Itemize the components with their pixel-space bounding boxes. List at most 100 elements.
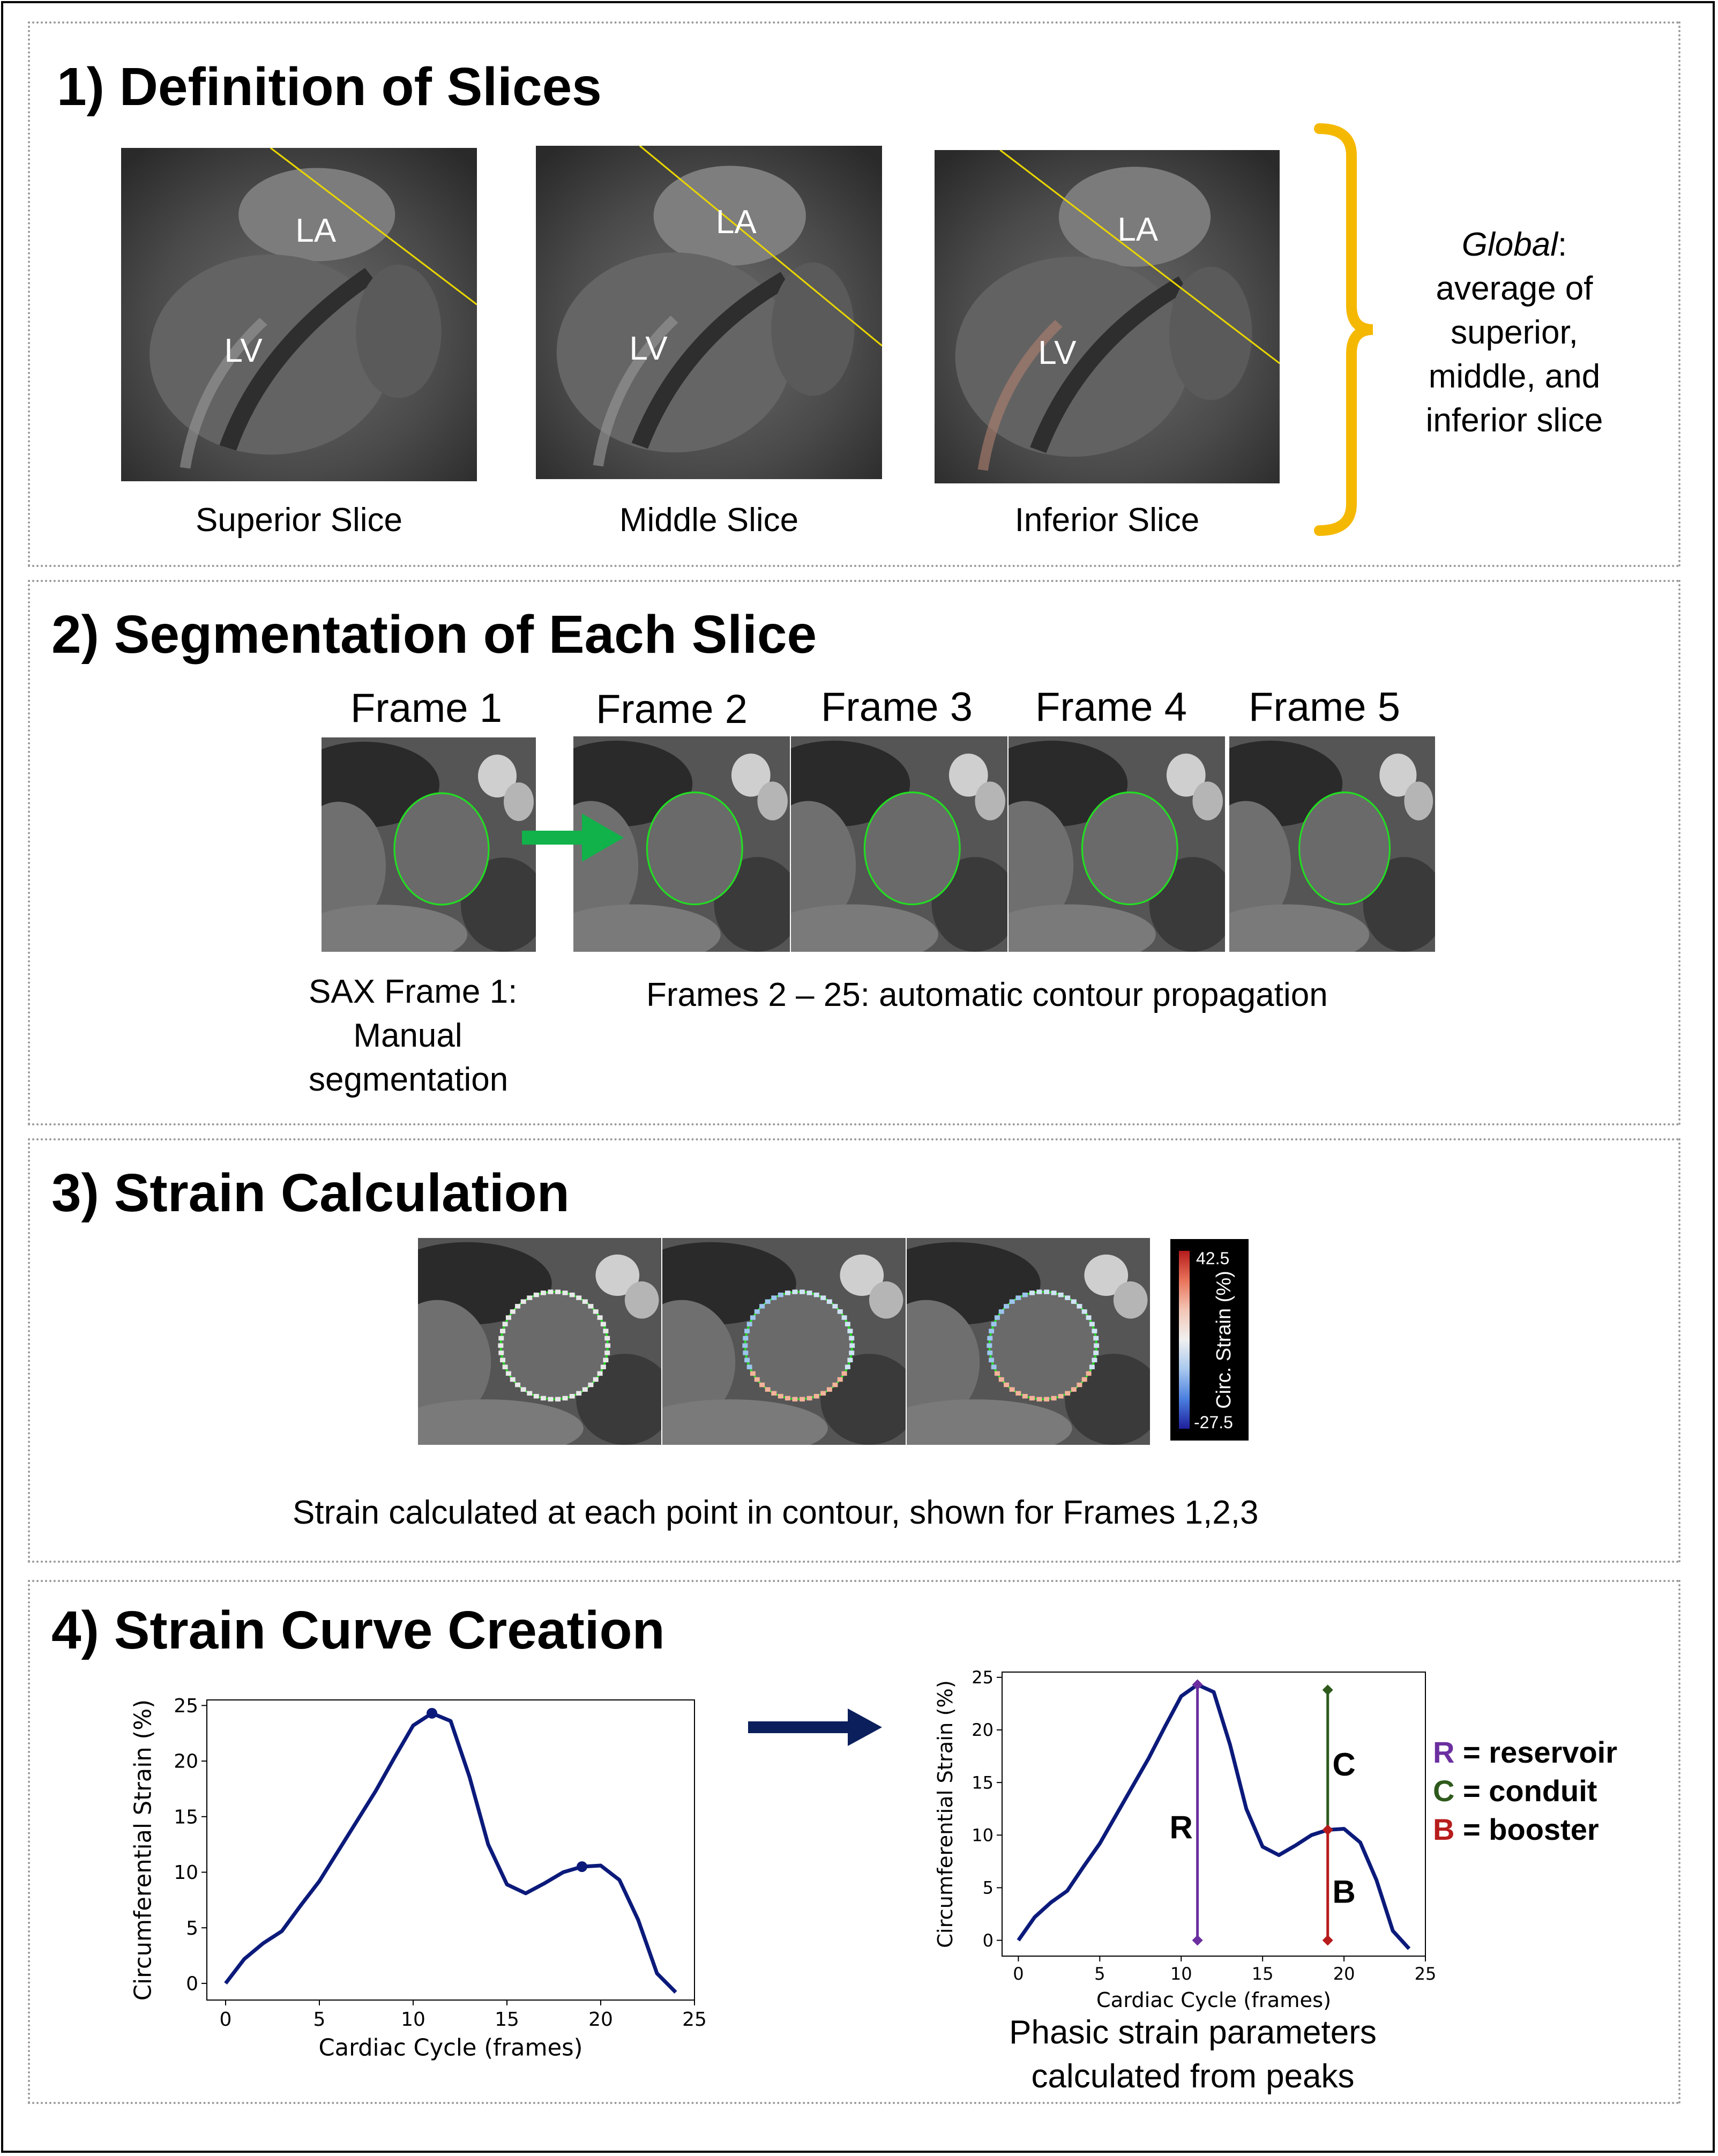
section-title: 4) Strain Curve Creation: [51, 1600, 665, 1660]
mri-long-axis-image: [935, 150, 1280, 483]
colorbar-gradient: [1179, 1251, 1190, 1429]
mri-long-axis-image: [121, 148, 477, 481]
x-tick-label: 20: [1333, 1964, 1355, 1984]
phasic-caption: Phasic strain parameters calculated from…: [1009, 2014, 1377, 2095]
y-tick-label: 10: [972, 1825, 994, 1845]
frame-label: Frame 5: [1249, 684, 1400, 730]
y-tick-label: 0: [983, 1930, 994, 1951]
phase-label-R: R: [1170, 1810, 1193, 1846]
colorbar-min: -27.5: [1194, 1413, 1233, 1432]
x-tick-label: 0: [220, 2009, 232, 2031]
lv-label: LV: [224, 332, 263, 370]
frame-label: Frame 2: [596, 687, 748, 732]
sax-mri-image: [791, 736, 1007, 952]
phase-marker: [1192, 1679, 1203, 1690]
x-tick-label: 25: [682, 2009, 707, 2031]
x-tick-label: 10: [401, 2009, 425, 2031]
manual-segmentation-caption: SAX Frame 1: Manual segmentation: [309, 973, 518, 1098]
y-tick-label: 10: [174, 1862, 198, 1884]
panel-strain-calculation: 3) Strain Calculation 42.5 -27.5 Circ. S…: [28, 1138, 1680, 1563]
plot-frame: [1002, 1672, 1426, 1957]
x-axis-label: Cardiac Cycle (frames): [1096, 1988, 1331, 2012]
y-tick-label: 15: [972, 1772, 994, 1793]
frame-label: Frame 1: [350, 685, 502, 731]
sax-mri-image: [907, 1238, 1150, 1445]
lv-label: LV: [1038, 334, 1077, 372]
mri-superior-slice: LA LV: [121, 148, 477, 481]
legend-booster: B = booster: [1433, 1812, 1599, 1846]
phase-marker: [1322, 1824, 1333, 1836]
section-title: 1) Definition of Slices: [57, 57, 602, 117]
sax-mri-image: [1009, 736, 1225, 952]
mri-long-axis-image: [536, 146, 882, 479]
phase-marker: [1322, 1684, 1333, 1696]
curly-bracket-icon: [1314, 123, 1373, 536]
la-label: LA: [295, 212, 337, 250]
plot-frame: [206, 1699, 695, 2001]
sax-mri-image: [322, 737, 536, 952]
la-label: LA: [1117, 211, 1159, 249]
legend-letter: R: [1433, 1735, 1455, 1769]
x-tick-label: 15: [1252, 1964, 1274, 1984]
panel-segmentation: 2) Segmentation of Each Slice Frame 1 Fr…: [28, 580, 1680, 1125]
x-tick-label: 5: [313, 2009, 326, 2031]
x-tick-label: 20: [588, 2009, 613, 2031]
x-tick-label: 5: [1094, 1964, 1105, 1984]
slice-caption: Superior Slice: [196, 502, 402, 539]
peak-marker: [577, 1861, 587, 1872]
y-tick-label: 25: [174, 1695, 198, 1717]
section-title: 3) Strain Calculation: [51, 1163, 570, 1223]
x-axis-label: Cardiac Cycle (frames): [319, 2035, 583, 2062]
colorbar-max: 42.5: [1196, 1249, 1230, 1268]
legend-conduit: C = conduit: [1433, 1774, 1597, 1808]
legend-letter: C: [1433, 1774, 1455, 1808]
phase-label-B: B: [1332, 1874, 1355, 1909]
arrow-right-icon: [522, 814, 624, 862]
strain-series-line: [1017, 1683, 1411, 1950]
la-label: LA: [715, 203, 757, 241]
arrow-right-icon: [748, 1709, 882, 1746]
strain-series-line: [224, 1711, 677, 1994]
panel-strain-curve: 4) Strain Curve Creation 0 5 10 15 20 25 0 5 10 1…: [28, 1580, 1680, 2104]
panel-definition-of-slices: 1) Definition of Slices LA LV Superior S…: [28, 21, 1680, 567]
phase-marker: [1322, 1935, 1333, 1946]
sax-mri-image: [662, 1238, 906, 1445]
mri-middle-slice: LA LV: [536, 146, 882, 479]
frame-label: Frame 3: [821, 684, 973, 730]
strain-colorbar: 42.5 -27.5 Circ. Strain (%): [1170, 1239, 1249, 1441]
y-tick-label: 5: [983, 1878, 994, 1898]
y-tick-label: 20: [174, 1751, 198, 1773]
y-axis-label: Circumferential Strain (%): [933, 1680, 958, 1948]
phase-marker: [1192, 1935, 1203, 1946]
x-tick-label: 10: [1170, 1964, 1192, 1984]
legend-letter: B: [1433, 1812, 1455, 1846]
lv-label: LV: [629, 330, 668, 368]
colorbar-label: Circ. Strain (%): [1213, 1271, 1235, 1409]
x-tick-label: 15: [495, 2009, 519, 2031]
global-word: Global: [1461, 226, 1558, 263]
y-tick-label: 25: [972, 1667, 994, 1688]
x-tick-label: 25: [1415, 1964, 1437, 1984]
auto-propagation-caption: Frames 2 – 25: automatic contour propaga…: [646, 976, 1328, 1013]
slice-caption: Inferior Slice: [1014, 502, 1200, 539]
y-tick-label: 5: [186, 1918, 198, 1939]
mri-inferior-slice: LA LV: [935, 150, 1280, 483]
strain-caption: Strain calculated at each point in conto…: [293, 1494, 1259, 1531]
y-tick-label: 15: [174, 1806, 198, 1828]
legend-reservoir: R = reservoir: [1433, 1735, 1617, 1769]
phase-label-C: C: [1332, 1747, 1355, 1782]
peak-marker: [427, 1707, 437, 1719]
sax-mri-image: [418, 1238, 661, 1445]
y-axis-label: Circumferential Strain (%): [130, 1699, 157, 2001]
slice-caption: Middle Slice: [619, 502, 799, 539]
section-title: 2) Segmentation of Each Slice: [51, 605, 817, 665]
y-tick-label: 0: [186, 1973, 198, 1995]
global-definition: Global: average of superior, middle, and…: [1425, 226, 1603, 439]
frame-label: Frame 4: [1035, 684, 1187, 730]
y-tick-label: 20: [972, 1720, 994, 1740]
x-tick-label: 0: [1013, 1964, 1024, 1984]
sax-mri-image: [1229, 736, 1435, 952]
